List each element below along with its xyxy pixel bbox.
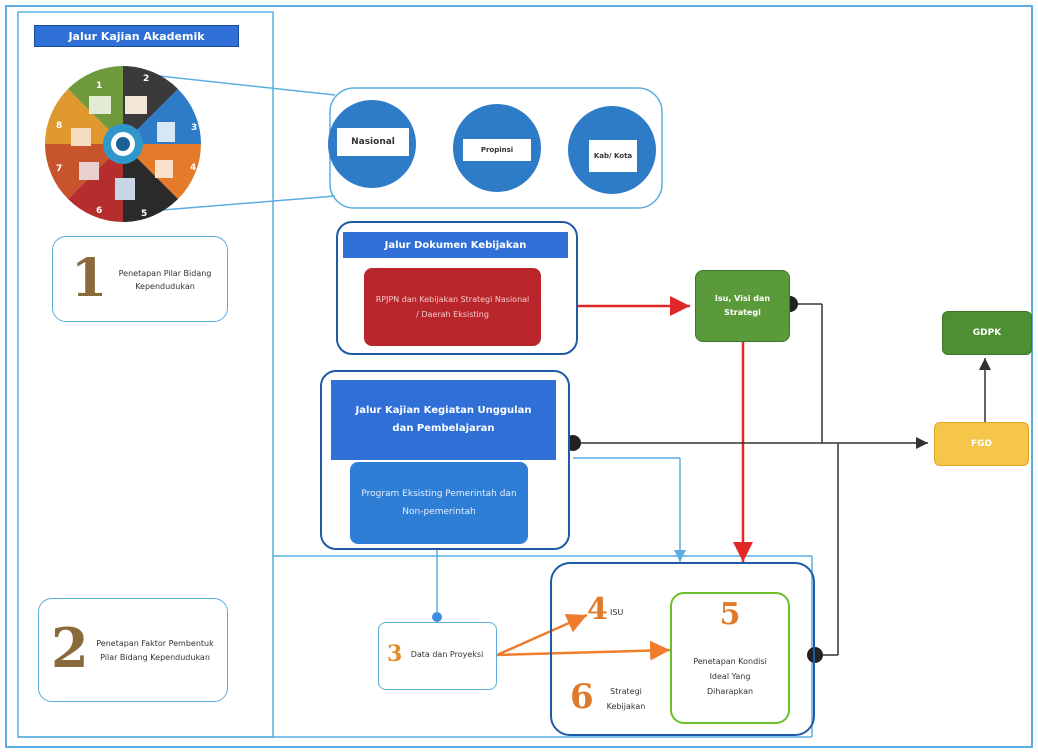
step4-number: 4 — [587, 592, 608, 627]
step2-number: 2 — [51, 616, 89, 680]
svg-text:3: 3 — [191, 123, 197, 133]
step2-text: Penetapan Faktor Pembentuk Pilar Bidang … — [96, 639, 214, 662]
svg-text:7: 7 — [56, 164, 62, 174]
flagship-body: Program Eksisting Pemerintah dan Non-pem… — [350, 462, 528, 544]
gdpk-box: GDPK — [942, 311, 1032, 355]
svg-text:8: 8 — [56, 121, 62, 131]
step2-box: 2 Penetapan Faktor Pembentuk Pilar Bidan… — [38, 598, 228, 702]
academic-track-header: Jalur Kajian Akademik — [34, 25, 239, 47]
step5-number: 5 — [719, 597, 741, 632]
svg-text:2: 2 — [143, 74, 149, 84]
provinsi-label: Propinsi — [463, 139, 531, 161]
pillar-wheel — [45, 66, 201, 222]
fgd-box: FGD — [934, 422, 1029, 466]
step1-number: 1 — [71, 248, 108, 309]
nasional-label: Nasional — [337, 128, 409, 156]
step3-box: 3 Data dan Proyeksi — [378, 622, 497, 690]
policy-track-header: Jalur Dokumen Kebijakan — [343, 232, 568, 258]
svg-text:1: 1 — [96, 81, 102, 91]
flagship-track-header: Jalur Kajian Kegiatan Unggulan dan Pembe… — [331, 380, 556, 460]
step6-text: Strategi Kebijakan — [606, 687, 646, 711]
step5-text: Penetapan Kondisi Ideal Yang Diharapkan — [693, 656, 767, 696]
svg-text:4: 4 — [190, 163, 196, 173]
svg-text:5: 5 — [141, 209, 147, 219]
step1-text: Penetapan Pilar Bidang Kependudukan — [118, 269, 212, 291]
step5-box: 5 Penetapan Kondisi Ideal Yang Diharapka… — [670, 592, 790, 724]
svg-text:6: 6 — [96, 206, 102, 216]
step4-text: ISU — [610, 608, 624, 617]
policy-body: RPJPN dan Kebijakan Strategi Nasional / … — [364, 268, 541, 346]
wheel-numbers: 1 2 3 4 5 6 7 8 — [56, 74, 197, 219]
step6-number: 6 — [570, 677, 594, 717]
step3-number: 3 — [387, 641, 403, 667]
kabkota-label: Kab/ Kota — [589, 140, 637, 172]
step3-text: Data dan Proyeksi — [410, 650, 484, 659]
isu-visi-box: Isu, Visi dan Strategi — [695, 270, 790, 342]
outer-frame — [5, 5, 1033, 748]
step1-box: 1 Penetapan Pilar Bidang Kependudukan — [52, 236, 228, 322]
lower-group-frame — [550, 562, 815, 736]
